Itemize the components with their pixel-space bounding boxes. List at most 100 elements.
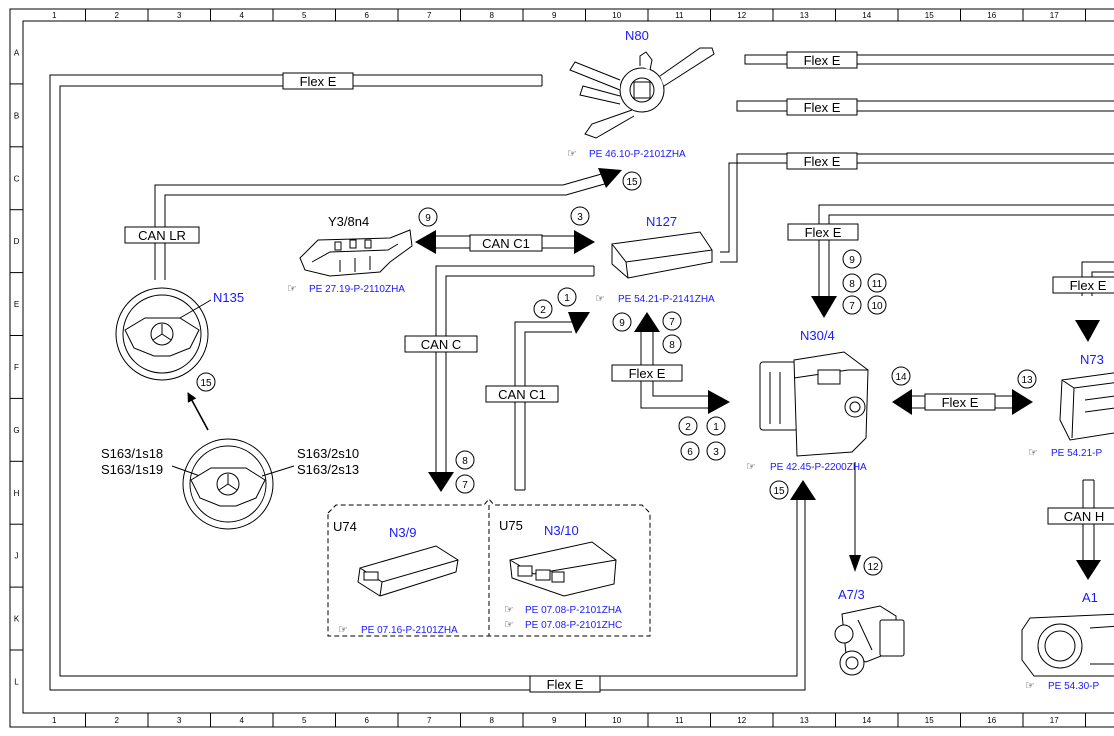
bus-label-flex-e-7: Flex E bbox=[924, 393, 996, 411]
bus-label-flex-e-8: Flex E bbox=[529, 675, 601, 693]
grid-column-label: 8 bbox=[490, 716, 495, 725]
marker-9-n127: 9 bbox=[612, 312, 632, 332]
grid-row-label: F bbox=[14, 363, 19, 372]
grid-column-label: 13 bbox=[800, 716, 809, 725]
bus-label-text: Flex E bbox=[804, 154, 841, 169]
marker-15-n135: 15 bbox=[196, 372, 216, 392]
a7-3-unit: A7/3 bbox=[834, 587, 905, 676]
grid-column-label: 2 bbox=[115, 716, 120, 725]
n135-steering-wheel: N135 bbox=[115, 287, 244, 381]
grid-row-label: E bbox=[14, 300, 19, 309]
grid-column-label: 9 bbox=[552, 11, 557, 20]
s163-2s10-label: S163/2s10 bbox=[297, 446, 359, 461]
svg-text:7: 7 bbox=[669, 317, 675, 328]
bus-label-text: Flex E bbox=[804, 100, 841, 115]
marker-3-n127: 3 bbox=[570, 206, 590, 226]
grid-column-label: 2 bbox=[115, 11, 120, 20]
grid-row-label: D bbox=[14, 237, 20, 246]
flex-e-arrowhead-up bbox=[790, 480, 816, 500]
grid-column-label: 1 bbox=[52, 716, 57, 725]
pointing-hand-icon: ☞ bbox=[595, 293, 605, 305]
grid-column-label: 9 bbox=[552, 716, 557, 725]
marker-6-flex-e: 6 bbox=[680, 441, 700, 461]
bus-label-text: CAN LR bbox=[138, 228, 186, 243]
y3-label: Y3/8n4 bbox=[328, 214, 369, 229]
grid-column-label: 15 bbox=[925, 716, 934, 725]
can-c1-vertical bbox=[514, 321, 572, 491]
marker-14: 14 bbox=[891, 366, 911, 386]
marker-15-can-lr: 15 bbox=[622, 171, 642, 191]
y3-8n4-module: Y3/8n4 ☞ PE 27.19-P-2110ZHA bbox=[287, 214, 413, 295]
svg-text:3: 3 bbox=[713, 447, 719, 458]
marker-1-can-c1: 1 bbox=[557, 287, 577, 307]
can-c-arrowhead-down bbox=[428, 472, 454, 492]
flex-e-to-n30 bbox=[818, 204, 1114, 296]
bus-label-text: Flex E bbox=[629, 366, 666, 381]
grid-column-label: 4 bbox=[240, 716, 245, 725]
n80-reference: PE 46.10-P-2101ZHA bbox=[589, 149, 686, 160]
n127-label: N127 bbox=[646, 214, 677, 229]
svg-text:8: 8 bbox=[669, 340, 675, 351]
grid-column-labels: 1122334455667788991010111112121313141415… bbox=[52, 9, 1086, 727]
a1-instrument-cluster: A1 ☞ PE 54.30-P bbox=[1021, 590, 1114, 692]
n73-reference: PE 54.21-P bbox=[1051, 448, 1102, 459]
s163-2s13-label: S163/2s13 bbox=[297, 462, 359, 477]
flex-e-arrowhead-right-n73 bbox=[1012, 389, 1033, 415]
pointing-hand-icon: ☞ bbox=[1025, 680, 1035, 692]
bus-label-can-c1-top: CAN C1 bbox=[469, 234, 543, 252]
n80-steering-column-module: N80 ☞ PE 46.10-P-2101ZHA bbox=[567, 28, 715, 160]
bus-label-text: Flex E bbox=[804, 53, 841, 68]
marker-8-n30: 8 bbox=[842, 273, 862, 293]
grid-row-label: L bbox=[14, 677, 19, 686]
bus-label-text: CAN C1 bbox=[482, 236, 530, 251]
u74-label: U74 bbox=[333, 519, 357, 534]
flex-e-top-right bbox=[720, 54, 1114, 263]
svg-text:15: 15 bbox=[626, 177, 638, 188]
marker-9-n30: 9 bbox=[842, 249, 862, 269]
y3-reference: PE 27.19-P-2110ZHA bbox=[309, 284, 405, 295]
n127-module: N127 ☞ PE 54.21-P-2141ZHA bbox=[595, 214, 715, 305]
grid-column-label: 3 bbox=[177, 716, 182, 725]
grid-column-label: 16 bbox=[987, 11, 996, 20]
n30-to-a7-arrowhead bbox=[849, 555, 861, 572]
svg-text:1: 1 bbox=[713, 422, 719, 433]
flex-e-arrowhead-left-n30 bbox=[892, 389, 912, 415]
pointing-hand-icon: ☞ bbox=[287, 283, 297, 295]
svg-text:12: 12 bbox=[867, 562, 879, 573]
svg-text:2: 2 bbox=[685, 422, 691, 433]
grid-column-label: 7 bbox=[427, 11, 432, 20]
grid-column-label: 5 bbox=[302, 716, 307, 725]
pointing-hand-icon: ☞ bbox=[504, 604, 514, 616]
bus-label-flex-e-4: Flex E bbox=[786, 152, 858, 170]
svg-text:11: 11 bbox=[872, 279, 883, 290]
bus-label-can-c1-bottom: CAN C1 bbox=[485, 385, 559, 403]
grid-column-label: 12 bbox=[737, 11, 746, 20]
svg-text:9: 9 bbox=[619, 318, 625, 329]
marker-12: 12 bbox=[863, 556, 883, 576]
grid-row-label: A bbox=[14, 48, 20, 57]
bus-label-text: CAN C bbox=[421, 337, 461, 352]
n135-label: N135 bbox=[213, 290, 244, 305]
svg-text:3: 3 bbox=[577, 212, 583, 223]
can-c1-arrowhead-up-right bbox=[568, 312, 590, 334]
grid-column-label: 17 bbox=[1050, 716, 1059, 725]
marker-3-flex-e: 3 bbox=[706, 441, 726, 461]
grid-column-label: 4 bbox=[240, 11, 245, 20]
flex-e-arrowhead-up-n127 bbox=[634, 312, 660, 332]
grid-row-label: C bbox=[14, 174, 20, 183]
grid-column-label: 10 bbox=[612, 11, 621, 20]
grid-column-label: 17 bbox=[1050, 11, 1059, 20]
grid-row-label: H bbox=[14, 489, 20, 498]
n73-label: N73 bbox=[1080, 352, 1104, 367]
n3-10-reference-a: PE 07.08-P-2101ZHA bbox=[525, 605, 622, 616]
bus-label-text: Flex E bbox=[1070, 278, 1107, 293]
grid-column-label: 15 bbox=[925, 11, 934, 20]
bus-label-text: CAN C1 bbox=[498, 387, 546, 402]
svg-text:7: 7 bbox=[849, 301, 855, 312]
grid-row-label: J bbox=[15, 552, 19, 561]
bus-label-text: Flex E bbox=[547, 677, 584, 692]
bus-label-flex-e-cut: Flex E bbox=[1052, 276, 1114, 294]
grid-column-label: 3 bbox=[177, 11, 182, 20]
can-c1-arrowhead-left bbox=[415, 230, 436, 254]
